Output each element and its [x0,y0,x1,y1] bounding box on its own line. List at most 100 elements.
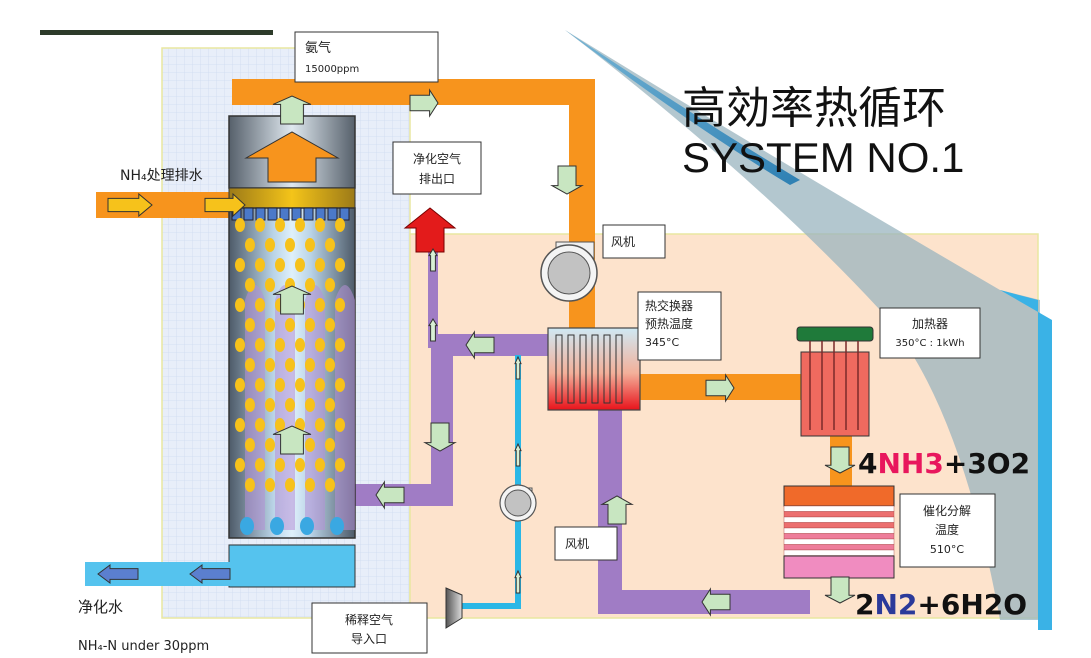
hex-fin [567,334,575,404]
purified-water-label: 净化水 [78,598,123,616]
eq-p-coef2: 6 [941,588,960,621]
nozzle [279,207,290,221]
droplet [255,418,265,432]
hex-fin [615,334,623,404]
droplet [285,478,295,492]
clean-air-outlet-arrow [403,207,457,253]
heater-cap [796,326,874,342]
droplet [255,458,265,472]
droplet [325,238,335,252]
header-bar [40,30,273,35]
droplet [315,258,325,272]
fan-top-label: 风机 [611,235,635,249]
eq-p-coef1: 2 [855,588,874,621]
droplet [325,318,335,332]
droplet [265,318,275,332]
droplet [335,378,345,392]
water-drop [300,517,314,535]
eq-p-species1: N2 [874,588,917,621]
reactants-equation: 4NH3+3O2 [858,447,1030,480]
droplet [235,218,245,232]
air-intake-icon [445,587,463,629]
droplet [315,338,325,352]
droplet [315,378,325,392]
droplet [255,378,265,392]
droplet [315,218,325,232]
dilution-air-label-2: 导入口 [351,632,387,646]
droplet [285,238,295,252]
nozzle [303,207,314,221]
heater-label-2: 350°C : 1kWh [895,338,964,349]
flow-arrow-right [705,373,735,403]
droplet [325,398,335,412]
eq-p-plus: + [917,588,940,621]
flow-arrow-left [701,587,731,617]
catalyst-unit [783,485,895,579]
droplet [305,438,315,452]
droplet [265,238,275,252]
flow-arrow-left [97,564,139,584]
droplet [335,258,345,272]
ammonia-gas-label: 氨气 [305,40,331,56]
droplet [315,458,325,472]
flow-arrow-right [107,192,153,218]
droplet [275,258,285,272]
droplet [295,338,305,352]
droplet [305,398,315,412]
flow-arrow-up [272,95,312,125]
nozzle [267,207,278,221]
flow-arrow-up [514,355,522,380]
flow-arrow-up [514,569,522,594]
products-equation: 2N2+6H2O [855,588,1027,621]
catalyst-layer [783,527,895,534]
droplet [305,278,315,292]
droplet [265,398,275,412]
ammonia-ppm-label: 15000ppm [305,64,359,75]
flow-arrows [97,88,856,617]
droplets [235,218,355,535]
catalyst-layer [783,505,895,512]
catalyst-layer [783,516,895,523]
title-line-1: 高効率热循环 [682,84,946,133]
eq-p-species2: H2O [960,588,1027,621]
catalyst-layer [783,538,895,545]
flow-arrow-up [428,318,438,342]
nozzle [243,207,254,221]
droplet [325,358,335,372]
droplet [245,238,255,252]
droplet [315,418,325,432]
catalyst-label-1: 催化分解 [923,504,971,518]
droplet [235,258,245,272]
heater [800,351,870,437]
hex-fin [579,334,587,404]
droplet [335,418,345,432]
droplet [295,378,305,392]
droplet [285,358,295,372]
water-drop [270,517,284,535]
droplet [335,338,345,352]
air-plume [335,285,355,530]
droplet [275,418,285,432]
catalyst-layer [783,533,895,540]
droplet [245,278,255,292]
nozzle [327,207,338,221]
flow-arrow-left [375,480,405,510]
catalyst-layer [783,511,895,518]
flow-arrow-up [514,442,522,467]
droplet [305,238,315,252]
catalyst-label-2: 温度 [935,522,959,537]
nh4n-limit-label: NH₄-N under 30ppm [78,639,209,654]
droplet [295,258,305,272]
flow-arrow-up [428,248,438,272]
droplet [265,278,275,292]
droplet [245,478,255,492]
eq-r-plus: + [944,447,967,480]
spray-nozzles [231,207,350,221]
droplet [245,398,255,412]
droplet [335,218,345,232]
flow-arrow-down [550,165,584,195]
hex-fin [555,334,563,404]
droplet [255,338,265,352]
droplet [335,298,345,312]
droplet [285,318,295,332]
